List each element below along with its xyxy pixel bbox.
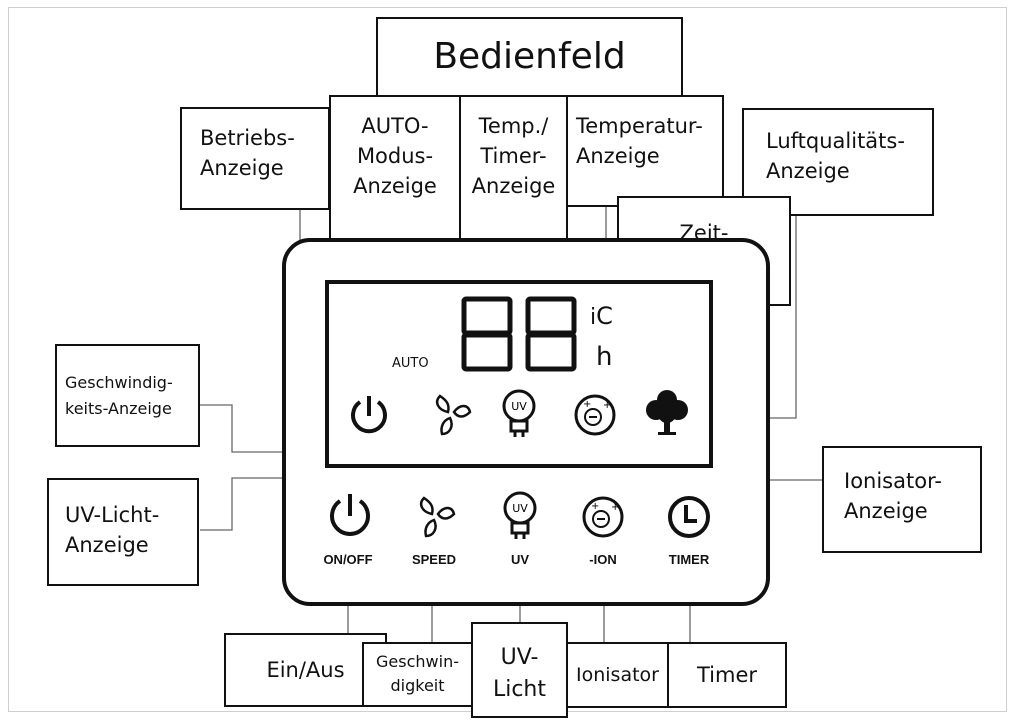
label-ionisator-anzeige: Ionisator- Anzeige [822, 446, 982, 553]
label-auto-modus-anzeige: AUTO- Modus- Anzeige [329, 95, 461, 241]
ion-button[interactable]: -ION [589, 552, 617, 567]
seven-segment-digits: 88 [461, 296, 577, 372]
unit-c: C [596, 302, 613, 330]
timer-button[interactable]: TIMER [668, 552, 710, 567]
hour-indicator: h [596, 342, 613, 372]
page-title: Bedienfeld [433, 36, 626, 77]
auto-indicator: AUTO [392, 356, 429, 371]
celsius-indicator: iC [590, 302, 613, 330]
ionizer-icon[interactable]: + + [580, 494, 626, 540]
power-indicator-icon [351, 396, 387, 434]
label-temp-timer-anzeige: Temp./ Timer- Anzeige [459, 95, 568, 241]
clock-icon[interactable] [666, 494, 712, 540]
svg-text:UV: UV [511, 400, 527, 413]
unit-i: i [590, 305, 597, 330]
lcd-display [325, 280, 713, 468]
label-betriebs-anzeige: Betriebs- Anzeige [180, 107, 330, 210]
ionizer-indicator-icon: + + [574, 394, 616, 436]
svg-text:+: + [583, 399, 591, 410]
tree-air-quality-icon [646, 390, 688, 435]
label-temperatur-anzeige: Temperatur- Anzeige [566, 95, 724, 207]
label-geschwindigkeits-anzeige: Geschwindig- keits-Anzeige [55, 344, 200, 447]
label-uv-licht-anzeige: UV-Licht- Anzeige [47, 478, 199, 586]
label-uv-licht: UV- Licht [471, 622, 568, 718]
svg-text:+: + [603, 400, 611, 411]
power-icon[interactable] [325, 490, 375, 540]
svg-text:+: + [611, 502, 619, 513]
label-ionisator: Ionisator [566, 642, 669, 708]
svg-text:+: + [591, 501, 599, 512]
uv-button[interactable]: UV [510, 552, 530, 567]
svg-text:UV: UV [512, 502, 528, 515]
uv-lamp-icon[interactable]: UV [498, 490, 542, 542]
on-off-button[interactable]: ON/OFF [323, 552, 373, 567]
title-box: Bedienfeld [376, 17, 683, 97]
fan-icon[interactable] [412, 494, 458, 540]
speed-button[interactable]: SPEED [411, 552, 457, 567]
label-geschwindigkeit: Geschwin- digkeit [362, 642, 473, 707]
uv-indicator-icon: UV [502, 389, 536, 437]
label-timer: Timer [667, 642, 787, 708]
fan-speed-indicator-icon [436, 394, 472, 436]
